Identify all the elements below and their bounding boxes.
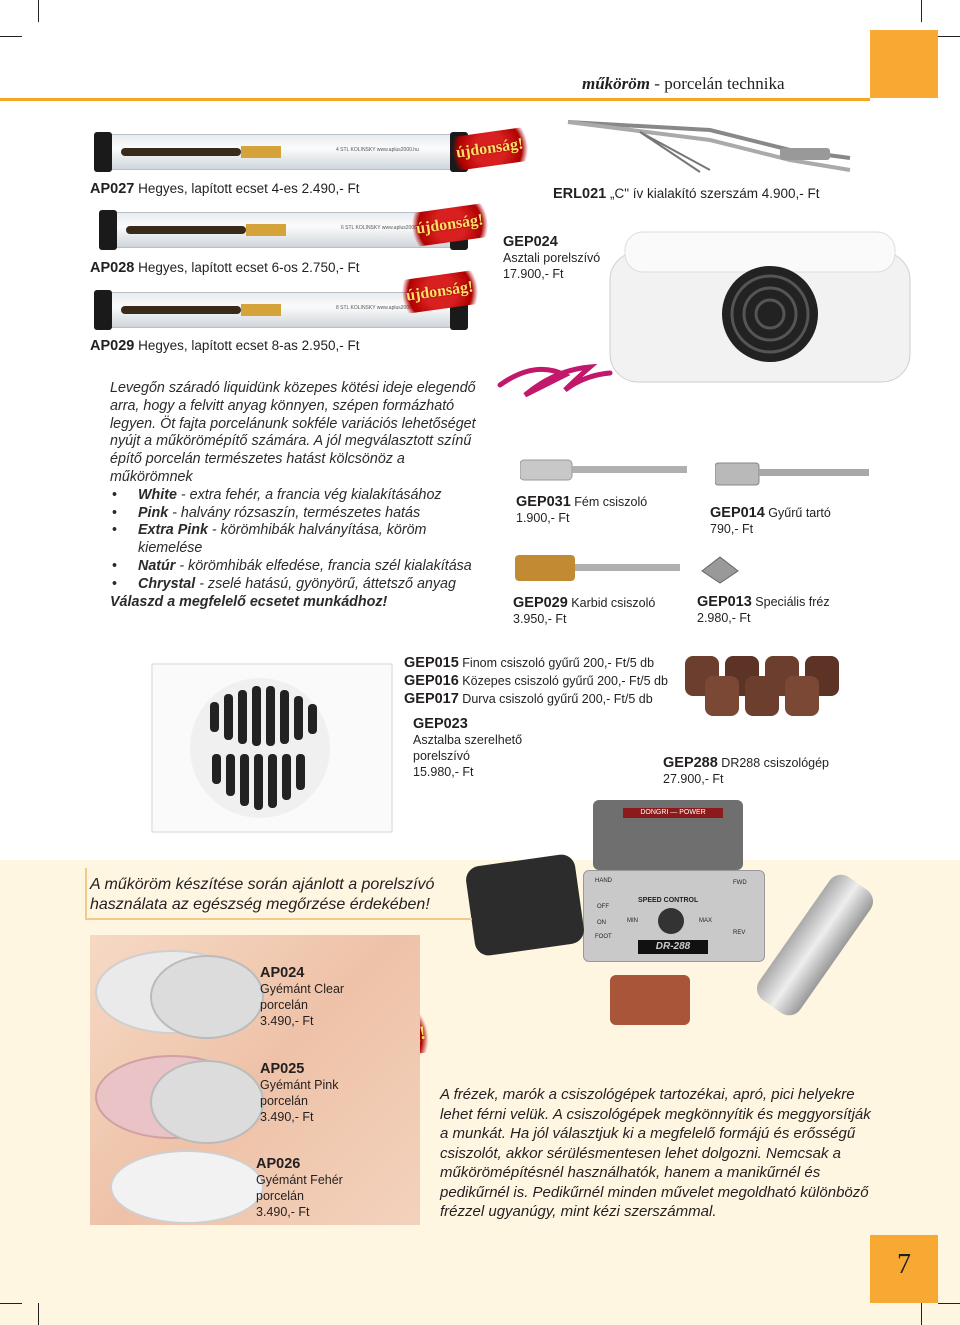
brush-ap027-label: AP027 Hegyes, lapított ecset 4-es 2.490,… [90,181,360,197]
gep017-label: GEP017 Durva csiszoló gyűrű 200,- Ft/5 d… [404,691,653,707]
crop-mark [921,1303,922,1325]
gep031-label: GEP031 Fém csiszoló 1.900,- Ft [516,494,648,525]
dr288-machine-image: DONGRI ⎯⎯ POWER SPEED CONTROL HAND FOOT … [583,800,783,962]
list-item: Extra Pink - körömhibák halványítása, kö… [112,522,490,558]
list-item: Chrystal - zselé hatású, gyönyörű, áttet… [112,576,490,594]
crop-mark [938,36,960,37]
bits-description: A frézek, marók a csiszológépek tartozék… [440,1086,871,1220]
corner-accent-box [870,30,938,98]
gep014-label: GEP014 Gyűrű tartó 790,- Ft [710,505,831,536]
crop-mark [38,1303,39,1325]
erl021-label: ERL021 „C" ív kialakító szerszám 4.900,-… [553,186,820,202]
page-title: műköröm - porcelán technika [582,74,785,93]
builtin-dust-collector-image [151,663,393,833]
list-item: Natúr - körömhibák elfedése, francia szé… [112,558,490,576]
crop-mark [0,1303,22,1304]
jar-lid-image [150,955,264,1039]
header-rule [0,98,870,101]
sanding-rings-image [685,656,839,716]
bits-set-image [610,975,690,1025]
gep013-label: GEP013 Speciális fréz 2.980,- Ft [697,594,830,625]
ap026-label: AP026 Gyémánt Fehér porcelán 3.490,- Ft [256,1156,343,1220]
list-item: White - extra fehér, a francia vég kiala… [112,487,490,505]
brush-ap029-label: AP029 Hegyes, lapított ecset 8-as 2.950,… [90,338,360,354]
brush-ap027-image: 4 STL KOLINSKY www.aplus2000.hu [94,132,468,172]
porcelain-description: Levegőn száradó liquidünk közepes kötési… [110,380,490,611]
crop-mark [921,0,922,22]
gep023-label: GEP023 Asztalba szerelhető porelszívó 15… [413,716,523,779]
metal-bit-image [520,459,687,481]
dust-warning-text: A műköröm készítése során ajánlott a por… [90,876,435,913]
foot-pedal-image [464,852,586,958]
gep288-label: GEP288 DR288 csiszológép 27.900,- Ft [663,755,829,786]
ap024-label: AP024 Gyémánt Clear porcelán 3.490,- Ft [260,965,345,1029]
gep015-label: GEP015 Finom csiszoló gyűrű 200,- Ft/5 d… [404,655,655,671]
table-dust-collector-image [609,231,911,383]
brush-ap028-label: AP028 Hegyes, lapított ecset 6-os 2.750,… [90,260,360,276]
crop-mark [38,0,39,22]
special-bit-image [701,556,739,584]
ring-holder-image [715,462,869,486]
ap025-label: AP025 Gyémánt Pink porcelán 3.490,- Ft [260,1061,339,1125]
page-number-box: 7 [870,1235,938,1303]
page-number: 7 [897,1249,911,1280]
crop-mark [938,1303,960,1304]
brand-swoosh-icon [497,363,613,398]
list-item: Pink - halvány rózsaszín, természetes ha… [112,505,490,523]
warning-frame [85,868,472,920]
gep024-label: GEP024 Asztali porelszívó 17.900,- Ft [503,234,601,281]
gep029-label: GEP029 Karbid csiszoló 3.950,- Ft [513,595,656,626]
carbide-bit-image [515,555,680,581]
crop-mark [0,36,22,37]
c-curve-tool-image [567,120,851,173]
white-powder-jar-image [110,1150,264,1224]
jar-lid-image [150,1060,264,1144]
gep016-label: GEP016 Közepes csiszoló gyűrű 200,- Ft/5… [404,673,668,689]
